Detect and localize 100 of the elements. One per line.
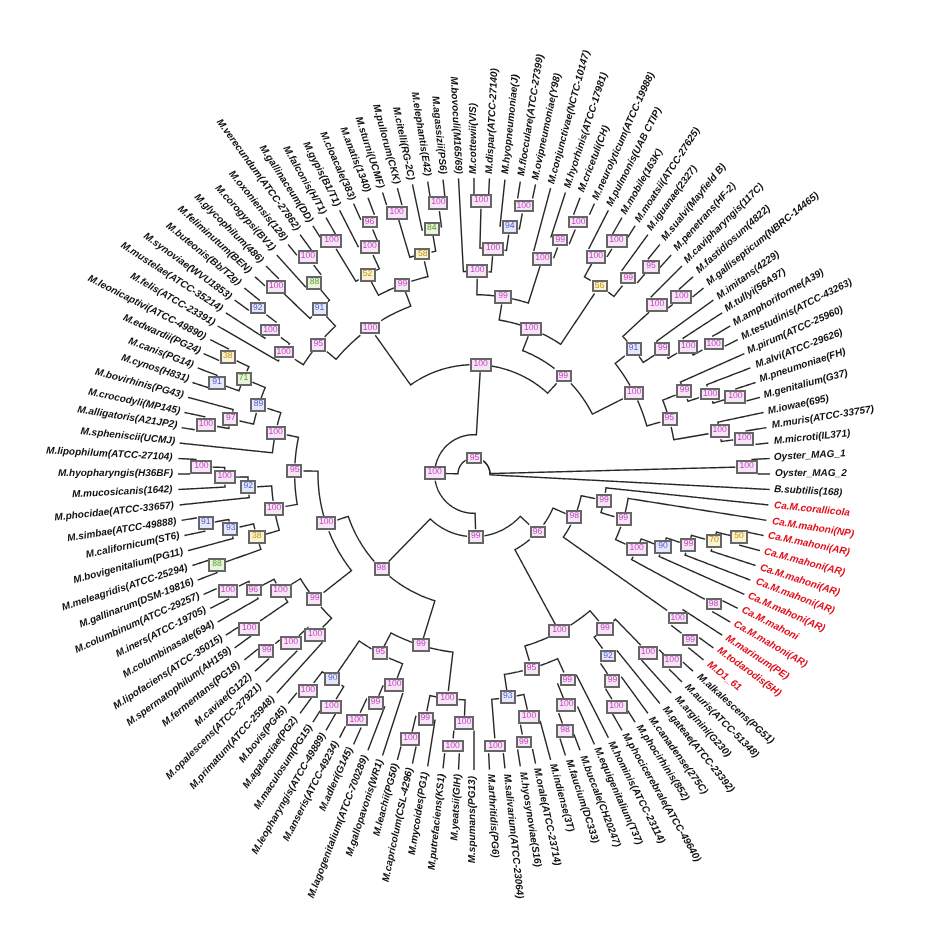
branch-line <box>604 487 770 506</box>
branch-line <box>294 351 313 366</box>
branch-line <box>326 334 362 361</box>
branch-line <box>576 705 596 746</box>
branch-line <box>325 216 337 235</box>
branch-line <box>659 254 672 269</box>
branch-line <box>542 507 567 526</box>
branch-line <box>550 191 567 238</box>
branch-line <box>636 273 646 284</box>
branch-line <box>287 243 298 256</box>
branch-line <box>183 530 207 537</box>
branch-line <box>457 698 466 717</box>
branch-line <box>639 537 655 545</box>
branch-line <box>196 571 219 581</box>
branch-line <box>323 315 337 338</box>
branch-line <box>438 210 443 228</box>
branch-line <box>473 729 475 771</box>
branch-line <box>335 684 345 700</box>
branch-line <box>238 580 251 587</box>
branch-line <box>299 233 313 251</box>
branch-line <box>434 371 481 467</box>
branch-line <box>411 715 418 733</box>
branch-line <box>216 325 280 362</box>
branch-line <box>658 648 665 655</box>
branch-line <box>655 299 715 343</box>
branch-line <box>607 284 624 298</box>
branch-line <box>177 457 198 461</box>
branch-line <box>612 618 642 646</box>
branch-line <box>380 291 412 322</box>
branch-line <box>352 726 362 746</box>
branch-line <box>335 248 360 283</box>
branch-line <box>614 355 631 387</box>
branch-line <box>265 649 299 683</box>
branch-line <box>225 626 239 636</box>
branch-line <box>757 473 771 475</box>
branch-line <box>426 694 437 712</box>
branch-line <box>235 476 249 481</box>
branch-line <box>720 438 734 443</box>
branch-line <box>216 596 260 623</box>
branch-line <box>320 289 331 303</box>
branch-line <box>611 713 623 732</box>
branch-line <box>473 177 475 195</box>
branch-line <box>616 649 661 705</box>
branch-line <box>682 661 694 672</box>
branch-line <box>429 647 454 692</box>
branch-line <box>588 202 596 216</box>
branch-line <box>562 524 668 612</box>
branch-line <box>491 365 558 395</box>
branch-line <box>243 287 261 302</box>
branch-line <box>724 338 739 347</box>
branch-line <box>483 515 531 537</box>
branch-line <box>256 485 274 502</box>
branch-line <box>620 675 649 715</box>
branch-line <box>682 312 723 340</box>
branch-line <box>187 396 234 413</box>
branch-line <box>383 632 414 647</box>
branch-line <box>531 748 537 765</box>
branch-line <box>576 494 596 511</box>
branch-line <box>640 659 672 694</box>
branch-line <box>498 303 521 326</box>
branch-line <box>276 254 307 288</box>
branch-line <box>583 263 593 282</box>
branch-line <box>225 385 242 392</box>
branch-line <box>434 480 477 530</box>
branch-line <box>388 575 436 639</box>
branch-line <box>750 457 771 461</box>
branch-line <box>372 254 381 271</box>
branch-line <box>487 752 491 771</box>
branch-line <box>238 523 256 531</box>
branch-line <box>499 178 506 227</box>
branch-line <box>678 276 694 291</box>
branch-line <box>381 191 388 206</box>
branch-line <box>336 515 376 563</box>
branch-line <box>510 265 541 304</box>
branch-line <box>233 635 252 649</box>
branch-line <box>337 640 373 673</box>
branch-line <box>691 287 705 298</box>
branch-line <box>734 381 757 390</box>
branch-line <box>225 312 267 340</box>
branch-line <box>261 578 277 587</box>
branch-line <box>621 311 650 343</box>
branch-line <box>502 752 506 770</box>
branch-line <box>488 177 491 195</box>
branch-line <box>482 460 771 491</box>
branch-line <box>593 634 604 650</box>
branch-line <box>178 439 275 454</box>
branch-line <box>312 709 322 723</box>
branch-line <box>491 697 500 740</box>
branch-line <box>711 610 732 623</box>
branch-line <box>442 752 446 770</box>
branch-line <box>479 208 483 249</box>
branch-line <box>668 668 683 683</box>
branch-line <box>630 556 706 601</box>
branch-line <box>265 265 280 280</box>
branch-line <box>191 559 209 567</box>
branch-line <box>705 367 752 388</box>
branch-line <box>280 336 291 346</box>
branch-line <box>711 399 725 405</box>
branch-line <box>679 352 746 385</box>
branch-line <box>233 299 250 312</box>
